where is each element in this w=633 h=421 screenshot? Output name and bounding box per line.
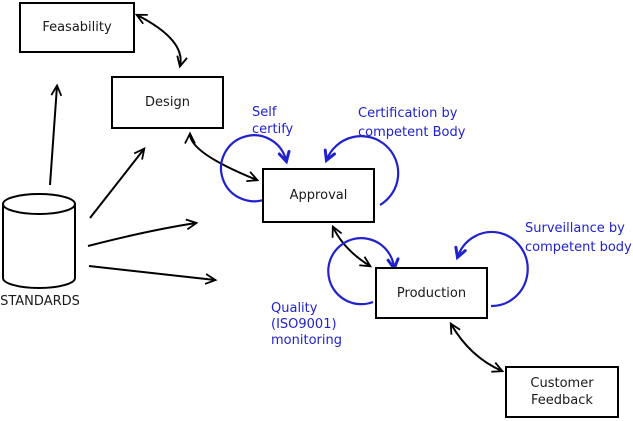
loop-certification (323, 135, 400, 206)
node-production: Production (375, 267, 488, 319)
annotation-self-certify: Self certify (252, 104, 293, 138)
loop-quality-monitoring (327, 237, 400, 306)
loop-self-certify (219, 134, 291, 203)
node-approval-label: Approval (289, 188, 348, 203)
annotation-self-certify-line2: certify (252, 122, 294, 137)
annotation-certification-line2: competent Body (358, 125, 466, 140)
loop-surveillance (454, 230, 529, 308)
edge-design-approval (184, 131, 260, 182)
node-customer-feedback-line1: Customer (530, 376, 594, 391)
node-feasability-label: Feasability (42, 20, 112, 35)
annotation-quality-line1: Quality (271, 301, 318, 316)
node-customer-feedback-line2: Feedback (531, 393, 593, 408)
annotation-surveillance-line1: Surveillance by (525, 221, 625, 236)
node-design: Design (111, 76, 224, 129)
annotation-surveillance: Surveillance by competent body (525, 219, 632, 257)
edge-standards-feasability (49, 83, 63, 186)
annotation-self-certify-line1: Self (252, 105, 277, 120)
edge-approval-production (331, 224, 373, 268)
edge-feasability-design (134, 13, 188, 69)
node-feasability: Feasability (19, 2, 135, 53)
node-production-label: Production (396, 285, 467, 301)
node-design-label: Design (145, 95, 190, 110)
node-customer-feedback: Customer Feedback (505, 366, 619, 418)
edge-standards-approval (87, 218, 199, 247)
annotation-quality-line2: (ISO9001) (271, 317, 337, 332)
annotation-quality: Quality (ISO9001) monitoring (271, 301, 342, 349)
annotation-certification-line1: Certification by (358, 106, 458, 121)
annotation-quality-line3: monitoring (271, 333, 342, 348)
standards-label: STANDARDS (0, 294, 80, 309)
annotation-certification: Certification by competent Body (358, 104, 465, 142)
edge-production-feedback (449, 321, 505, 373)
standards-cylinder (2, 193, 76, 289)
edge-standards-design (89, 147, 146, 219)
annotation-surveillance-line2: competent body (525, 240, 632, 255)
node-approval: Approval (262, 168, 375, 223)
edge-standards-production (88, 265, 218, 285)
